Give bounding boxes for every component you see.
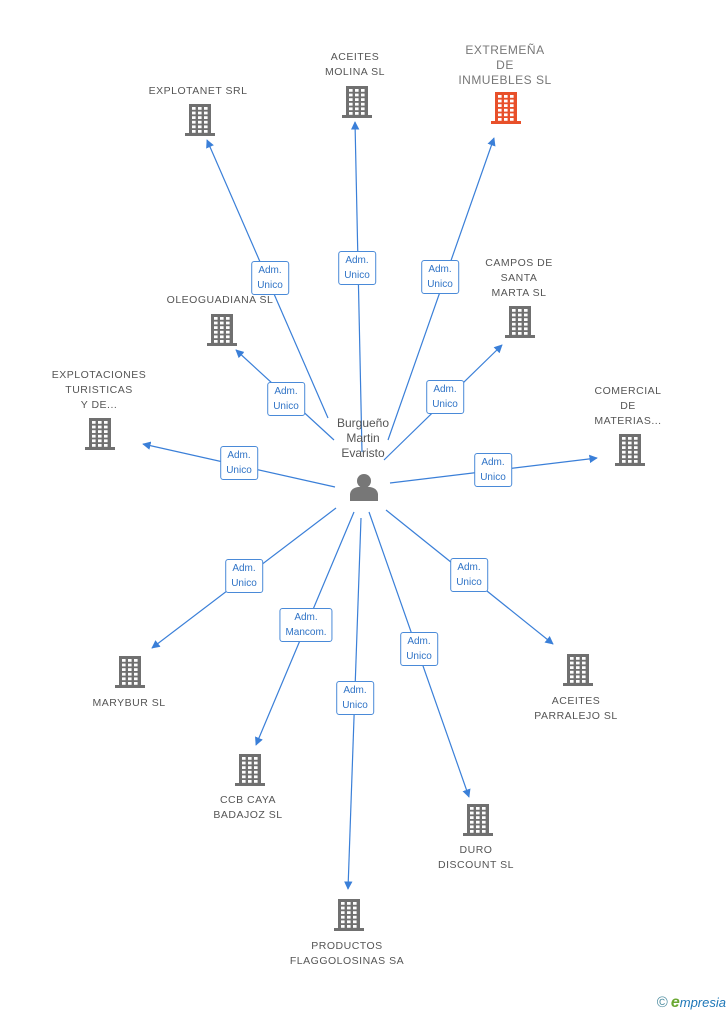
company-label-marybur[interactable]: MARYBUR SL <box>92 696 165 711</box>
company-label-line: DISCOUNT SL <box>438 859 514 871</box>
role-badge-line: Unico <box>480 472 506 483</box>
company-label-line: COMERCIAL <box>594 385 662 397</box>
role-badge-line: Unico <box>342 700 368 711</box>
company-label-line: FLAGGOLOSINAS SA <box>289 955 405 967</box>
role-badge-productos[interactable]: Adm. Unico <box>336 681 374 715</box>
footer-brand[interactable]: ©empresia <box>657 994 726 1012</box>
building-icon-explotanet[interactable] <box>185 104 215 136</box>
copyright-symbol: © <box>656 994 668 1011</box>
role-badge-line: Unico <box>231 578 257 589</box>
company-label-explotaciones[interactable]: EXPLOTACIONES TURISTICAS Y DE... <box>52 368 146 413</box>
company-label-line: SANTA <box>500 272 538 284</box>
building-icon-comercial[interactable] <box>615 434 645 466</box>
center-name-line-3: Evaristo <box>341 446 385 460</box>
icons-layer <box>85 86 645 931</box>
role-badge-line: Adm. <box>457 562 481 573</box>
building-icon-duro[interactable] <box>463 804 493 836</box>
company-label-aceites-molina[interactable]: ACEITES MOLINA SL <box>325 50 385 80</box>
company-label-line: CAMPOS DE <box>485 257 553 269</box>
role-badge-comercial[interactable]: Adm. Unico <box>474 453 512 487</box>
role-badge-line: Adm. <box>433 384 457 395</box>
role-badge-explotaciones[interactable]: Adm. Unico <box>220 446 258 480</box>
company-label-line: MARYBUR SL <box>92 697 166 709</box>
role-badge-line: Adm. <box>345 255 369 266</box>
brand-initial: e <box>670 994 680 1011</box>
person-icon[interactable] <box>350 474 378 501</box>
company-label-line: DE <box>496 58 514 72</box>
building-icon-oleoguadiana[interactable] <box>207 314 237 346</box>
role-badge-line: Mancom. <box>285 627 327 638</box>
company-label-line: EXTREMEÑA <box>465 43 545 57</box>
building-icon-explotaciones[interactable] <box>85 418 115 450</box>
company-label-line: INMUEBLES SL <box>458 73 552 87</box>
role-badge-duro[interactable]: Adm. Unico <box>400 632 438 666</box>
company-label-ccb[interactable]: CCB CAYA BADAJOZ SL <box>213 793 282 823</box>
edge-aceites-molina <box>350 121 363 453</box>
role-badge-line: Adm. <box>294 612 318 623</box>
role-badge-line: Adm. <box>428 264 452 275</box>
brand-name: mpresia <box>679 995 726 1010</box>
company-label-line: DURO <box>459 844 493 856</box>
company-label-line: EXPLOTACIONES <box>51 369 147 381</box>
building-icon-aceites-molina[interactable] <box>342 86 372 118</box>
company-label-explotanet[interactable]: EXPLOTANET SRL <box>149 84 248 99</box>
company-label-duro[interactable]: DURO DISCOUNT SL <box>438 843 514 873</box>
edges-layer <box>142 121 598 890</box>
role-badge-line: Unico <box>226 465 252 476</box>
company-label-line: TURISTICAS <box>65 384 133 396</box>
role-badge-campos[interactable]: Adm. Unico <box>426 380 464 414</box>
role-badge-marybur[interactable]: Adm. Unico <box>225 559 263 593</box>
company-label-line: Y DE... <box>80 399 118 411</box>
role-badge-line: Unico <box>273 401 299 412</box>
company-label-campos[interactable]: CAMPOS DE SANTA MARTA SL <box>485 256 553 301</box>
building-icon-ccb[interactable] <box>235 754 265 786</box>
company-label-line: ACEITES <box>551 695 601 707</box>
role-badge-line: Adm. <box>274 386 298 397</box>
role-badge-aceites-molina[interactable]: Adm. Unico <box>338 251 376 285</box>
role-badge-oleoguadiana[interactable]: Adm. Unico <box>267 382 305 416</box>
role-badge-line: Unico <box>427 279 453 290</box>
company-label-line: EXPLOTANET SRL <box>148 85 248 97</box>
center-name-line-1: Burgueño <box>336 416 390 430</box>
building-icon-productos[interactable] <box>334 899 364 931</box>
company-label-line: DE <box>620 400 636 412</box>
company-label-aceites-parralejo[interactable]: ACEITES PARRALEJO SL <box>534 694 617 724</box>
role-badge-line: Unico <box>344 270 370 281</box>
role-badge-aceites-parralejo[interactable]: Adm. Unico <box>450 558 488 592</box>
role-badge-line: Adm. <box>407 636 431 647</box>
company-label-line: CCB CAYA <box>219 794 277 806</box>
building-icon-extremena[interactable] <box>491 92 521 124</box>
company-label-line: OLEOGUADIANA SL <box>166 294 274 306</box>
company-label-line: PRODUCTOS <box>311 940 383 952</box>
role-badge-line: Unico <box>456 577 482 588</box>
role-badge-line: Adm. <box>343 685 367 696</box>
role-badge-line: Unico <box>257 280 283 291</box>
role-badge-line: Unico <box>406 651 432 662</box>
role-badge-explotanet[interactable]: Adm. Unico <box>251 261 289 295</box>
company-label-line: MATERIAS... <box>594 415 662 427</box>
role-badge-line: Adm. <box>227 450 251 461</box>
role-badge-extremena[interactable]: Adm. Unico <box>421 260 459 294</box>
company-label-comercial[interactable]: COMERCIAL DE MATERIAS... <box>594 384 661 429</box>
role-badge-line: Adm. <box>258 265 282 276</box>
building-icon-campos[interactable] <box>505 306 535 338</box>
role-badge-ccb[interactable]: Adm. Mancom. <box>279 608 333 642</box>
company-label-line: MARTA SL <box>491 287 547 299</box>
center-person-name[interactable]: Burgueño Martin Evaristo <box>337 416 389 461</box>
company-label-productos[interactable]: PRODUCTOS FLAGGOLOSINAS SA <box>290 939 404 969</box>
building-icon-aceites-parralejo[interactable] <box>563 654 593 686</box>
building-icon-marybur[interactable] <box>115 656 145 688</box>
center-name-line-2: Martin <box>346 431 380 445</box>
role-badge-line: Unico <box>432 399 458 410</box>
company-label-line: ACEITES <box>330 51 380 63</box>
company-label-oleoguadiana[interactable]: OLEOGUADIANA SL <box>167 293 274 308</box>
company-label-line: PARRALEJO SL <box>534 710 618 722</box>
company-label-line: BADAJOZ SL <box>213 809 283 821</box>
role-badge-line: Adm. <box>481 457 505 468</box>
company-label-line: MOLINA SL <box>325 66 385 78</box>
role-badge-line: Adm. <box>232 563 256 574</box>
